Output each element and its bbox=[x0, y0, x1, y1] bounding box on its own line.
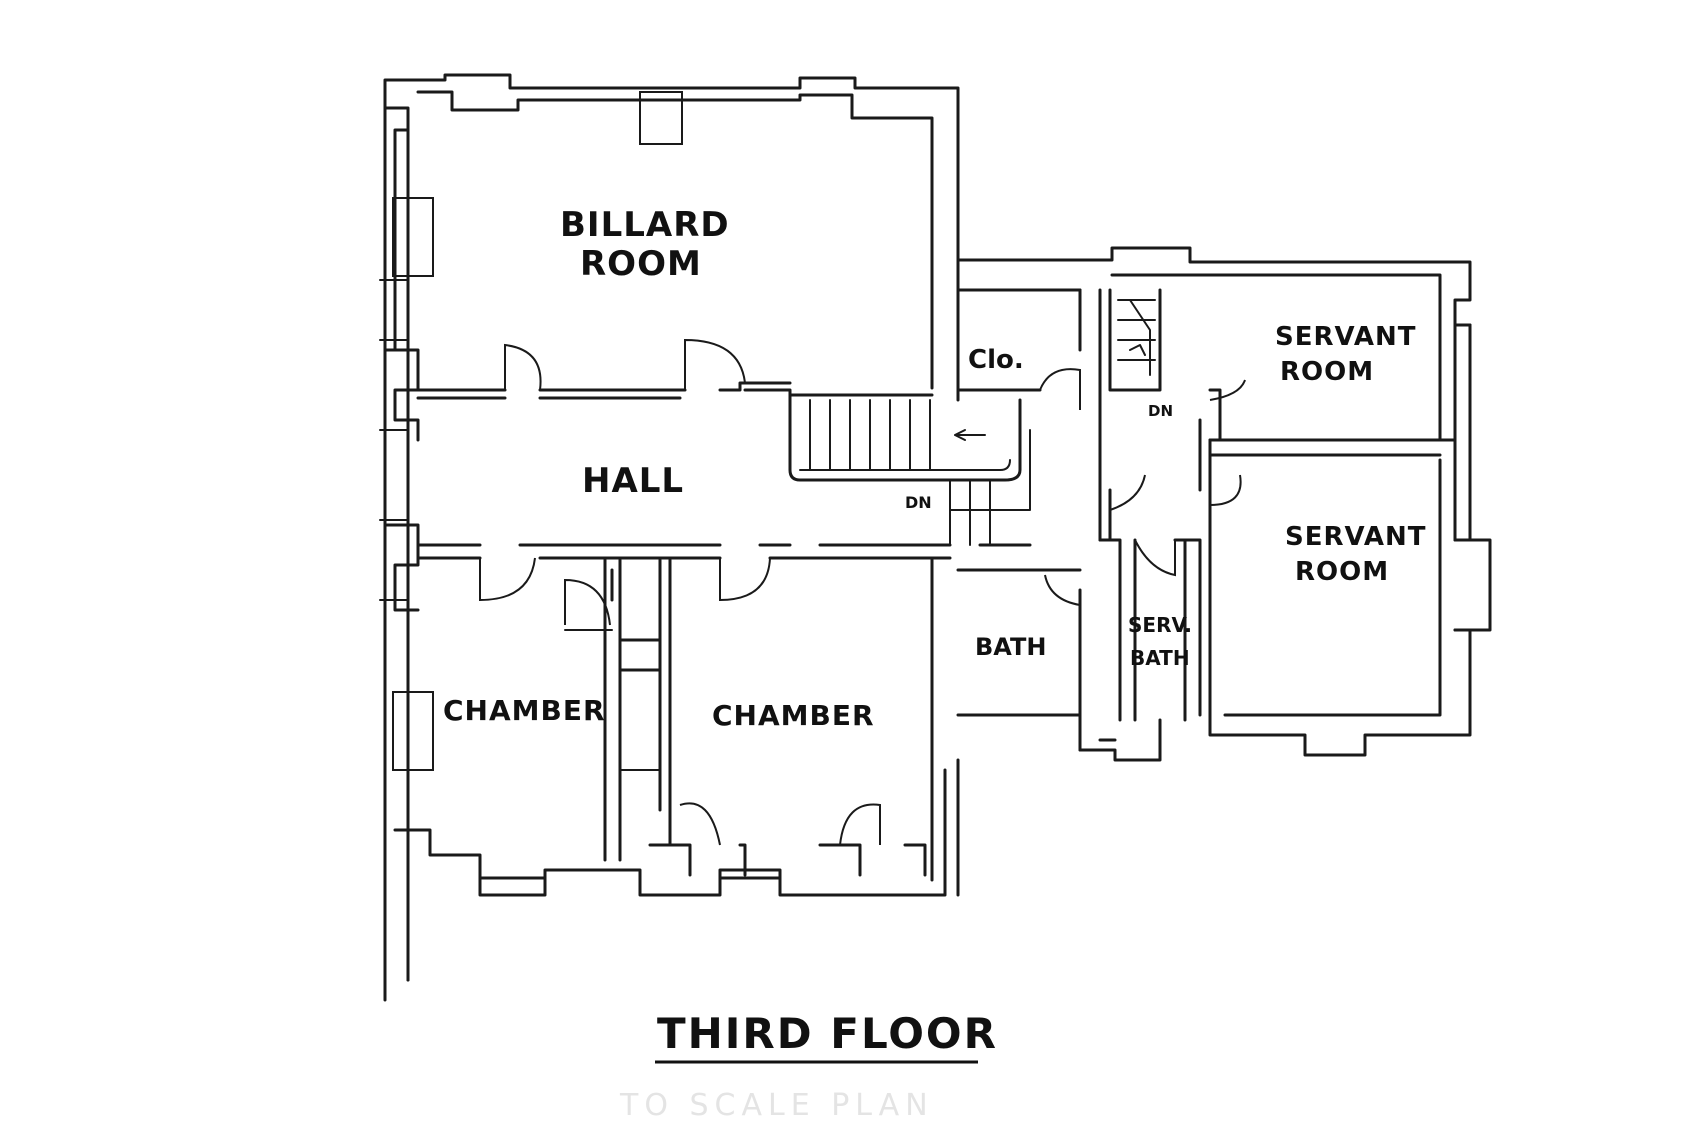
left-chamber-walls: CHAMBER bbox=[443, 558, 622, 862]
chamber-left-label: CHAMBER bbox=[443, 694, 606, 727]
plan-title: THIRD FLOOR bbox=[655, 1009, 998, 1064]
servant-room-upper-label-1: SERVANT bbox=[1275, 322, 1416, 352]
serv-bath-label-1: SERV. bbox=[1128, 613, 1192, 637]
plan-title-text: THIRD FLOOR bbox=[657, 1009, 998, 1058]
billiard-room-label-1: BILLARD bbox=[560, 205, 730, 245]
main-stair: DN bbox=[788, 393, 1031, 546]
serv-bath-label-2: BATH bbox=[1130, 646, 1190, 670]
bath: BATH bbox=[956, 568, 1082, 752]
billiard-windows bbox=[639, 91, 683, 145]
chamber-right-label: CHAMBER bbox=[712, 699, 875, 732]
hall-label: HALL bbox=[582, 461, 684, 501]
service-wing-walls bbox=[956, 246, 1492, 762]
servant-room-upper-label-2: ROOM bbox=[1280, 357, 1374, 387]
main-block-walls bbox=[379, 73, 960, 1002]
billiard-room-label-2: ROOM bbox=[580, 244, 702, 284]
closet: Clo. bbox=[956, 288, 1082, 410]
closet-label: Clo. bbox=[968, 345, 1024, 375]
servant-room-lower-label-1: SERVANT bbox=[1285, 522, 1426, 552]
service-stair-dn-label: DN bbox=[1148, 402, 1173, 420]
bath-label: BATH bbox=[975, 633, 1046, 661]
hall-walls bbox=[416, 338, 1032, 602]
faint-bleed-text: TO SCALE PLAN bbox=[619, 1088, 934, 1123]
main-stair-dn-label: DN bbox=[905, 493, 932, 512]
service-corridor bbox=[1098, 379, 1442, 722]
right-chamber-walls: CHAMBER bbox=[668, 558, 881, 847]
service-stair: DN bbox=[1098, 288, 1173, 472]
inter-chamber-closet bbox=[618, 558, 662, 812]
servant-room-lower-label-2: ROOM bbox=[1295, 557, 1389, 587]
